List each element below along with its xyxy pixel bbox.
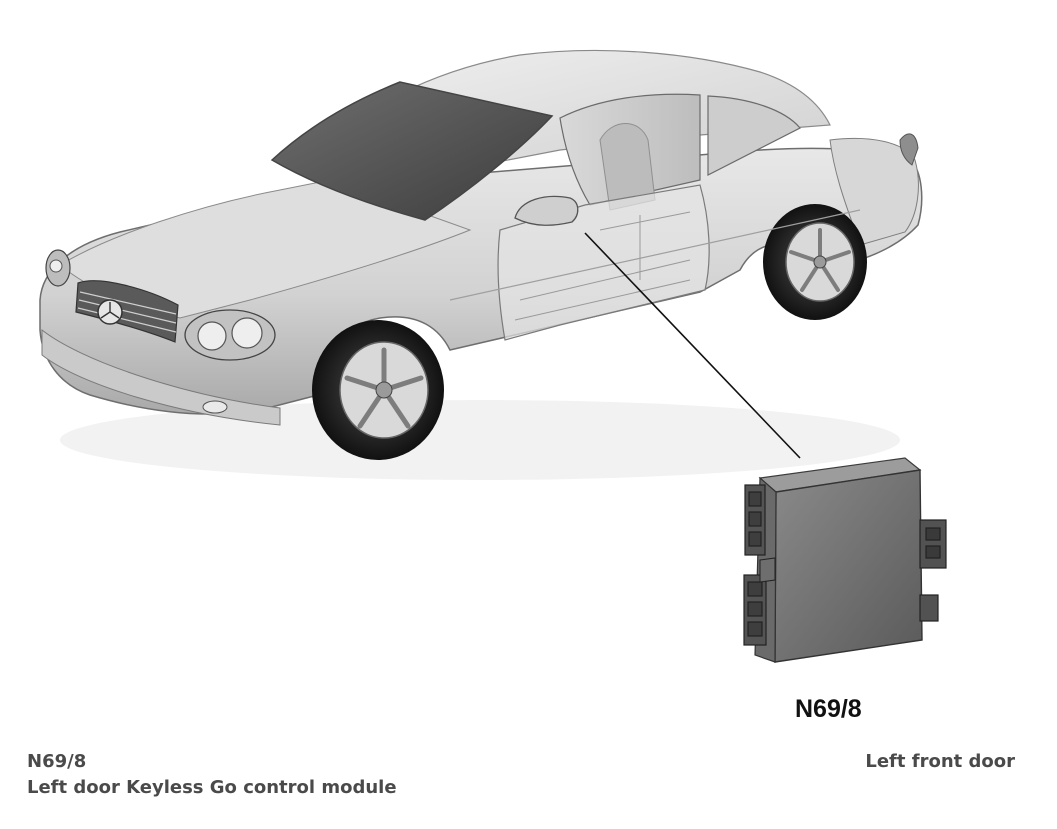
fog-light xyxy=(202,400,228,414)
module-connector-left xyxy=(743,484,767,646)
car-rear-window xyxy=(707,95,801,176)
control-module-illustration xyxy=(743,457,947,663)
emblem-star-icon xyxy=(100,302,120,319)
headlight-right xyxy=(184,309,276,361)
front-wheel xyxy=(312,320,444,460)
leader-line xyxy=(584,232,801,459)
component-callout-label: N69/8 xyxy=(795,695,862,723)
car-illustration xyxy=(39,49,923,480)
caption-component-location: Left front door xyxy=(865,751,1015,772)
body-side-line xyxy=(449,209,861,301)
headlight-left xyxy=(45,249,71,287)
caption-component-code: N69/8 xyxy=(27,751,87,772)
module-front-face xyxy=(774,469,923,663)
module-connector-right xyxy=(919,519,947,622)
door-internal-frame xyxy=(514,211,691,321)
caption-component-description: Left door Keyless Go control module xyxy=(27,777,397,798)
rear-wheel xyxy=(763,204,867,320)
rear-quarter xyxy=(829,137,919,246)
car-seat xyxy=(599,123,656,211)
grille-slats xyxy=(77,291,177,333)
side-mirror xyxy=(514,195,579,226)
module-mounting-tab xyxy=(759,557,776,583)
tail-light xyxy=(899,133,919,166)
car-windshield xyxy=(270,81,554,221)
